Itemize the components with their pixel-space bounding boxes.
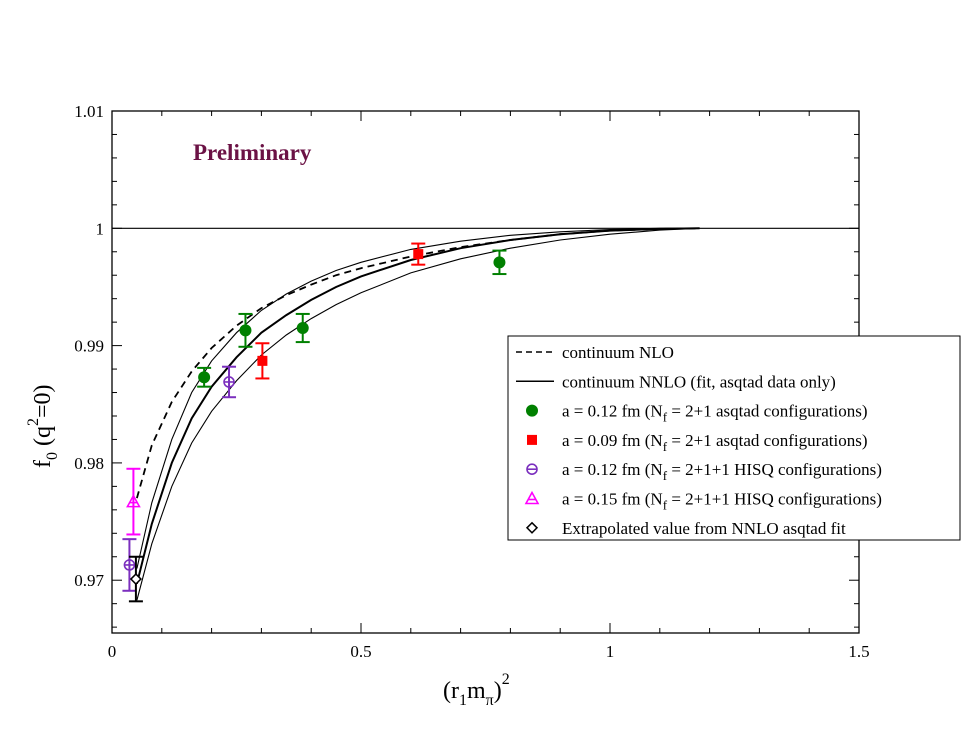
data-point [411, 242, 426, 266]
legend-swatch-square-filled [527, 434, 537, 445]
point-marker-square-filled [413, 249, 424, 260]
point-marker-circle-filled [493, 256, 506, 269]
legend-swatch-circle-open-bar [526, 463, 538, 476]
annotation-preliminary: Preliminary [193, 140, 312, 165]
legend-box [507, 335, 961, 541]
y-tick-label: 0.98 [74, 454, 104, 473]
y-tick-label: 0.97 [74, 571, 104, 590]
x-tick-label: 1 [606, 642, 615, 661]
curve-nnlo-lower [136, 227, 700, 601]
x-tick-label: 0.5 [350, 642, 371, 661]
legend-label: a = 0.12 fm (Nf = 2+1 asqtad configurati… [562, 402, 868, 425]
x-tick-label: 1.5 [848, 642, 869, 661]
y-tick-label: 1 [96, 219, 105, 238]
fit-curves [112, 227, 859, 601]
point-marker-circle-open-bar [123, 559, 136, 571]
point-marker-circle-filled [198, 371, 211, 384]
legend-swatch-triangle-open-bar [524, 490, 540, 505]
legend-swatch-triangle-open-bar-outline [524, 490, 540, 505]
point-marker-diamond-open [129, 572, 142, 586]
data-point [197, 366, 212, 388]
point-marker-triangle-open-bar-outline [126, 493, 141, 508]
legend-swatch-circle-filled [526, 404, 538, 417]
y-tick-label: 0.99 [74, 337, 104, 356]
data-point [238, 312, 253, 348]
data-point [126, 467, 141, 536]
y-tick-label: 1.01 [74, 102, 104, 121]
legend-entry: continuum NNLO (fit, asqtad data only) [516, 372, 836, 391]
x-tick-label: 0 [108, 642, 117, 661]
point-marker-square-filled [257, 355, 268, 366]
data-point [492, 249, 507, 276]
legend-entry: a = 0.12 fm (Nf = 2+1+1 HISQ configurati… [526, 460, 882, 483]
legend: continuum NLO continuum NNLO (fit, asqtad… [507, 335, 961, 541]
legend-entry: a = 0.15 fm (Nf = 2+1+1 HISQ configurati… [524, 490, 882, 513]
legend-entry: a = 0.09 fm (Nf = 2+1 asqtad configurati… [527, 431, 868, 454]
data-point [295, 312, 310, 344]
point-marker-circle-filled [296, 322, 309, 335]
point-marker-circle-open-bar [223, 376, 235, 388]
tick-labels: 0 0.5 1 1.5 0.97 0.98 0.99 1 1.01 [74, 102, 869, 661]
point-marker-circle-filled [239, 324, 252, 337]
legend-entry: continuum NLO [516, 343, 674, 362]
curve-nlo [136, 227, 700, 499]
legend-entry: a = 0.12 fm (Nf = 2+1 asqtad configurati… [526, 402, 868, 425]
data-points [122, 242, 507, 603]
legend-label: continuum NNLO (fit, asqtad data only) [562, 372, 836, 391]
data-point [128, 555, 143, 603]
data-point [222, 365, 237, 399]
legend-entry: Extrapolated value from NNLO asqtad fit [525, 519, 846, 538]
data-point [255, 342, 270, 380]
legend-label: a = 0.15 fm (Nf = 2+1+1 HISQ configurati… [562, 490, 882, 513]
data-point [122, 538, 137, 592]
y-axis-title: f0 (q2=0) [25, 384, 61, 468]
legend-label: continuum NLO [562, 343, 674, 362]
curve-nnlo-central [135, 227, 700, 584]
curve-nnlo-upper [136, 227, 700, 569]
x-axis-title: (r1mπ)2 [443, 671, 510, 709]
legend-label: a = 0.09 fm (Nf = 2+1 asqtad configurati… [562, 431, 868, 454]
legend-label: Extrapolated value from NNLO asqtad fit [562, 519, 846, 538]
point-marker-triangle-open-bar [126, 493, 141, 508]
legend-swatch-diamond-open [525, 521, 539, 534]
legend-label: a = 0.12 fm (Nf = 2+1+1 HISQ configurati… [562, 460, 882, 483]
